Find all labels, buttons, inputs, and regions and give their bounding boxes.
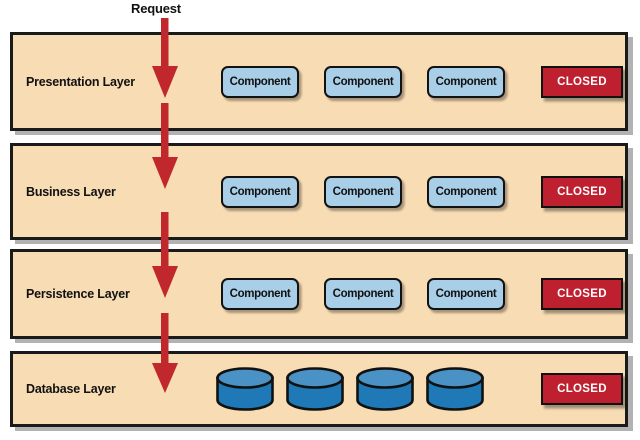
arrow-business-to-persistence: [146, 212, 184, 300]
component-label: Component: [435, 75, 497, 88]
component-label: Component: [229, 75, 291, 88]
component-box[interactable]: Component: [221, 65, 299, 98]
component-label: Component: [229, 185, 291, 198]
status-badge-label: CLOSED: [557, 383, 607, 395]
component-label: Component: [435, 185, 497, 198]
component-box[interactable]: Component: [427, 278, 505, 310]
component-box[interactable]: Component: [221, 175, 299, 208]
database-cylinder[interactable]: [215, 367, 275, 411]
layer-label: Presentation Layer: [26, 74, 135, 89]
request-arrow-into-presentation: [146, 18, 184, 100]
component-box[interactable]: Component: [324, 278, 402, 310]
component-label: Component: [332, 185, 394, 198]
arrow-persistence-to-database: [146, 313, 184, 395]
component-label: Component: [229, 288, 291, 300]
layer-presentation[interactable]: Presentation Layer Component Component C…: [10, 32, 628, 131]
component-box[interactable]: Component: [221, 278, 299, 310]
status-badge-closed[interactable]: CLOSED: [541, 278, 623, 310]
component-label: Component: [435, 288, 497, 300]
layer-database[interactable]: Database Layer CLOS: [10, 351, 628, 427]
database-cylinder[interactable]: [355, 367, 415, 411]
arrow-presentation-to-business: [146, 103, 184, 191]
status-badge-closed[interactable]: CLOSED: [541, 175, 623, 208]
component-label: Component: [332, 288, 394, 300]
layer-persistence[interactable]: Persistence Layer Component Component Co…: [10, 249, 628, 339]
status-badge-closed[interactable]: CLOSED: [541, 65, 623, 98]
component-box[interactable]: Component: [324, 175, 402, 208]
layer-label: Persistence Layer: [26, 287, 130, 301]
layer-label: Business Layer: [26, 184, 116, 199]
status-badge-label: CLOSED: [557, 288, 607, 300]
component-label: Component: [332, 75, 394, 88]
status-badge-closed[interactable]: CLOSED: [541, 373, 623, 405]
database-cylinder[interactable]: [285, 367, 345, 411]
database-cylinder[interactable]: [425, 367, 485, 411]
component-box[interactable]: Component: [427, 175, 505, 208]
request-label: Request: [131, 1, 181, 16]
layer-business[interactable]: Business Layer Component Component Compo…: [10, 143, 628, 240]
layer-label: Database Layer: [26, 382, 116, 396]
status-badge-label: CLOSED: [557, 185, 607, 198]
status-badge-label: CLOSED: [557, 75, 607, 88]
component-box[interactable]: Component: [324, 65, 402, 98]
component-box[interactable]: Component: [427, 65, 505, 98]
